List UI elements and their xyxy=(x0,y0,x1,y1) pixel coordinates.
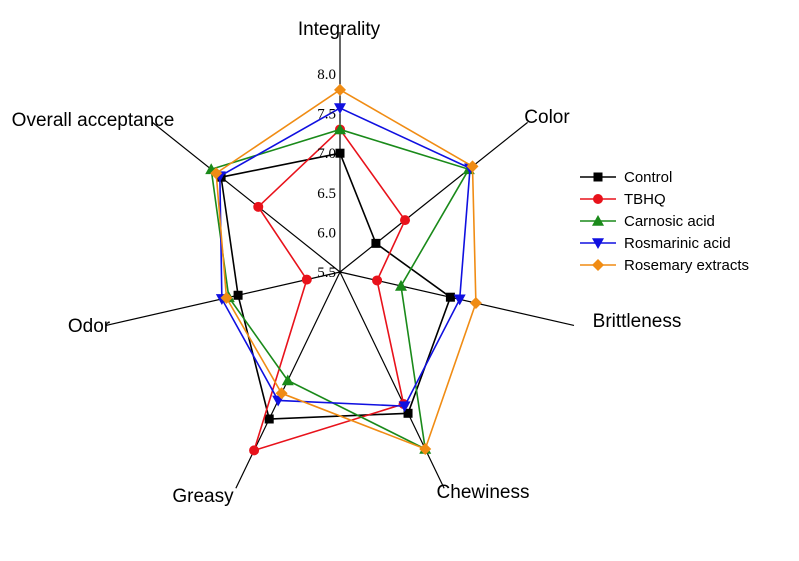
data-point-carnosic-acid-integrality xyxy=(334,123,346,135)
data-point-rosemary-extracts-overall-acceptance xyxy=(210,167,223,180)
tick-label: 5.5 xyxy=(317,265,336,281)
data-point-carnosic-acid-brittleness xyxy=(394,279,407,291)
data-point-rosemary-extracts-color xyxy=(466,160,479,173)
legend-item-rosemary-extracts: Rosemary extracts xyxy=(580,257,749,274)
data-point-carnosic-acid-greasy xyxy=(281,374,294,386)
data-point-control-integrality xyxy=(335,148,345,158)
axis-label-brittleness: Brittleness xyxy=(593,311,682,332)
data-point-control-odor xyxy=(233,290,243,300)
data-point-control-color xyxy=(371,238,381,248)
series-line-rosemary-extracts xyxy=(215,88,477,451)
series-line-rosmarinic-acid xyxy=(219,107,471,407)
data-point-control-chewiness xyxy=(403,408,413,418)
axis-label-color: Color xyxy=(524,107,570,128)
legend-item-tbhq: TBHQ xyxy=(580,191,666,208)
legend-item-rosmarinic-acid: Rosmarinic acid xyxy=(580,235,731,252)
data-point-tbhq-color xyxy=(400,215,411,226)
legend-label: Rosemary extracts xyxy=(624,257,749,274)
data-point-tbhq-overall-acceptance xyxy=(253,201,264,212)
series-lines xyxy=(205,83,482,456)
axis-label-greasy: Greasy xyxy=(172,486,234,507)
tick-label: 7.0 xyxy=(317,146,336,162)
legend-marker-rosmarinic-acid xyxy=(592,238,604,249)
spoke-color xyxy=(339,121,529,273)
spoke-chewiness xyxy=(339,271,445,489)
data-point-rosmarinic-acid-chewiness xyxy=(398,401,411,413)
legend-item-control: Control xyxy=(580,169,672,186)
data-point-tbhq-brittleness xyxy=(372,275,383,286)
radial-ticks: 5.5 6.0 6.5 7.0 7.5 8.0 xyxy=(317,67,336,281)
data-point-control-greasy xyxy=(264,414,274,424)
data-point-rosemary-extracts-greasy xyxy=(275,387,288,400)
legend-marker-rosemary-extracts xyxy=(592,259,604,271)
spoke-overall-acceptance xyxy=(151,121,341,273)
data-point-rosemary-extracts-chewiness xyxy=(419,442,432,455)
data-point-tbhq-greasy xyxy=(249,445,260,456)
series-line-carnosic-acid xyxy=(210,128,470,451)
data-point-rosmarinic-acid-integrality xyxy=(334,103,346,115)
data-point-rosmarinic-acid-brittleness xyxy=(453,294,466,306)
tick-label: 7.5 xyxy=(317,107,336,123)
tick-label: 6.5 xyxy=(317,186,336,202)
radar-spokes xyxy=(105,32,575,489)
axis-label-overall-acceptance: Overall acceptance xyxy=(12,110,175,131)
legend-label: Rosmarinic acid xyxy=(624,235,731,252)
tick-label: 6.0 xyxy=(317,225,336,241)
series-rosemary-extracts xyxy=(210,83,482,455)
legend-label: Control xyxy=(624,169,672,186)
legend-marker-control xyxy=(593,172,603,182)
series-rosmarinic-acid xyxy=(213,103,477,413)
axis-label-chewiness: Chewiness xyxy=(437,482,530,503)
legend-marker-tbhq xyxy=(593,194,603,204)
tick-label: 8.0 xyxy=(317,67,336,83)
data-point-rosemary-extracts-brittleness xyxy=(469,297,482,310)
axis-label-integrality: Integrality xyxy=(298,19,381,40)
data-point-rosemary-extracts-integrality xyxy=(334,83,346,96)
legend-marker-carnosic-acid xyxy=(592,215,604,226)
series-tbhq xyxy=(249,124,411,456)
legend-item-carnosic-acid: Carnosic acid xyxy=(580,213,715,230)
axis-label-odor: Odor xyxy=(68,316,111,337)
data-point-rosemary-extracts-odor xyxy=(220,291,233,304)
legend-label: Carnosic acid xyxy=(624,213,715,230)
data-point-tbhq-odor xyxy=(301,274,312,285)
series-line-tbhq xyxy=(252,128,406,452)
legend-label: TBHQ xyxy=(624,191,666,208)
data-point-control-brittleness xyxy=(445,292,455,302)
